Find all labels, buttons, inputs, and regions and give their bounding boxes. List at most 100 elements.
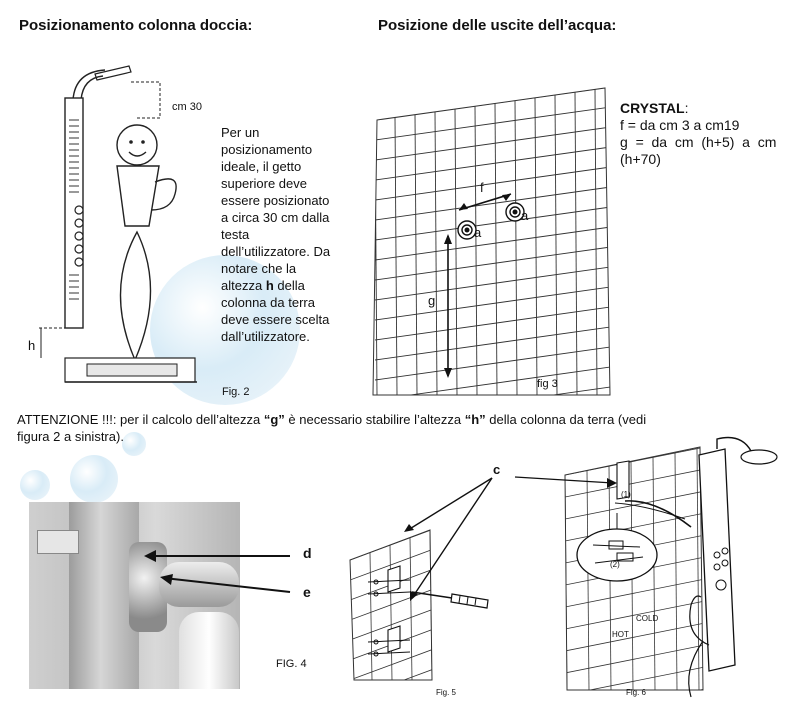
fig5-caption: Fig. 5 [436, 688, 457, 697]
fig6-label-1: (1) [621, 490, 631, 499]
fig3-label-g: g [428, 293, 436, 308]
text-fragment: è necessario stabilire l’altezza [284, 412, 465, 427]
hose-shape [179, 612, 239, 689]
fig5-bracket-mounting-diagram [349, 477, 493, 681]
fig6-hot-label: HOT [612, 630, 629, 639]
text-line: dell’utilizzatore. Da [221, 244, 331, 259]
grid-line [374, 226, 610, 261]
grid-line [374, 266, 610, 301]
crystal-g-range-cont: (h+70) [620, 151, 661, 167]
fig4-label-e: e [303, 584, 311, 600]
grid-line [565, 579, 703, 608]
grid-line [374, 146, 610, 181]
text-line: deve essere scelta [221, 312, 330, 327]
attention-line-1: ATTENZIONE !!!: per il calcolo dell’alte… [17, 411, 807, 428]
grid-line [374, 166, 610, 201]
fig6-installation-diagram [514, 436, 778, 698]
fig6-caption: Fig. 6 [626, 688, 647, 697]
grid-line [350, 649, 432, 680]
crystal-spec-block: CRYSTAL: f = da cm 3 a cm19 g = da cm (h… [620, 100, 805, 168]
grid-line [374, 386, 610, 395]
fig6-cold-label: COLD [636, 614, 659, 623]
grid-line [374, 246, 610, 281]
bold-h: h [265, 278, 274, 293]
crystal-colon: : [684, 100, 689, 116]
fig6-label-2: (2) [610, 560, 620, 569]
grid-line [565, 667, 703, 690]
grid-line [374, 126, 610, 161]
grid-line [652, 457, 656, 690]
attention-note: ATTENZIONE !!!: per il calcolo dell’alte… [17, 411, 807, 445]
text-line: dall’utilizzatore. [221, 329, 310, 344]
crystal-g-range: g = da cm (h+5) a cm [620, 134, 777, 150]
bold-h: “h” [464, 412, 486, 427]
grid-line [389, 545, 393, 680]
heading-water-outlets: Posizione delle uscite dell’acqua: [378, 17, 617, 34]
fig2-caption: Fig. 2 [222, 386, 250, 398]
grid-line [674, 452, 678, 690]
fig2-h-label: h [28, 338, 36, 353]
fig3-caption: fig 3 [537, 378, 558, 390]
text-line: notare che la [221, 261, 297, 276]
text-fragment: ATTENZIONE !!!: per il calcolo dell’alte… [17, 412, 264, 427]
fig3-label-a: a [474, 225, 482, 240]
fig4-callout-arrows [144, 550, 291, 593]
grid-line [374, 306, 610, 341]
grid-line [374, 106, 610, 141]
wall-column-shape [69, 502, 139, 689]
fig4-caption: FIG. 4 [276, 658, 307, 670]
grid-line [696, 448, 700, 690]
fig3-label-a: a [521, 208, 529, 223]
grid-line [394, 117, 398, 395]
text-fragment: della colonna da terra (vedi [485, 412, 647, 427]
grid-line [434, 111, 438, 395]
grid-line [565, 469, 703, 498]
grid-line [594, 89, 598, 395]
bracket-shape [37, 530, 79, 554]
grid-line [350, 669, 432, 680]
bold-g: “g” [263, 412, 285, 427]
grid-line [494, 103, 498, 395]
grid-line [350, 609, 432, 641]
grid-line [374, 186, 610, 221]
bubble-decoration [70, 455, 118, 503]
grid-line [565, 601, 703, 630]
grid-line [554, 94, 558, 395]
text-line: testa [221, 227, 250, 242]
text-line: superiore deve [221, 176, 307, 191]
grid-line [574, 91, 578, 395]
grid-line [350, 589, 432, 621]
fig3-label-f: f [480, 180, 484, 195]
bubble-decoration [122, 432, 146, 456]
grid-line [369, 552, 373, 680]
crystal-name: CRYSTAL [620, 100, 685, 116]
fig4-label-d: d [303, 545, 312, 561]
text-line: colonna da terra [221, 295, 315, 310]
fig2-shower-column-illustration [39, 65, 197, 383]
grid-line [474, 105, 478, 395]
grid-line [374, 206, 610, 241]
grid-line [534, 97, 538, 395]
fig3-wall-grid-diagram [372, 87, 611, 396]
grid-line [409, 537, 413, 680]
grid-line [454, 108, 458, 395]
text-line-height-h: altezza h della [221, 277, 371, 294]
grid-line [374, 346, 610, 381]
text-fragment: altezza [221, 278, 266, 293]
text-line: essere posizionato [221, 193, 330, 208]
fig2-dimension-label: cm 30 [172, 101, 202, 113]
grid-line [565, 645, 703, 674]
text-line: a circa 30 cm dalla [221, 210, 330, 225]
fig4-photo [29, 502, 240, 689]
text-fragment: della [273, 278, 305, 293]
crystal-title: CRYSTAL: [620, 100, 805, 117]
grid-line [374, 326, 610, 361]
text-line: ideale, il getto [221, 159, 302, 174]
text-line: posizionamento [221, 142, 313, 157]
fig5-label-c: c [493, 462, 501, 477]
fig2-explanation: Per un posizionamento ideale, il getto s… [221, 124, 371, 345]
grid-line [514, 100, 518, 395]
text-line: Per un [221, 125, 260, 140]
bubble-decoration [20, 470, 50, 500]
grid-line [565, 623, 703, 652]
